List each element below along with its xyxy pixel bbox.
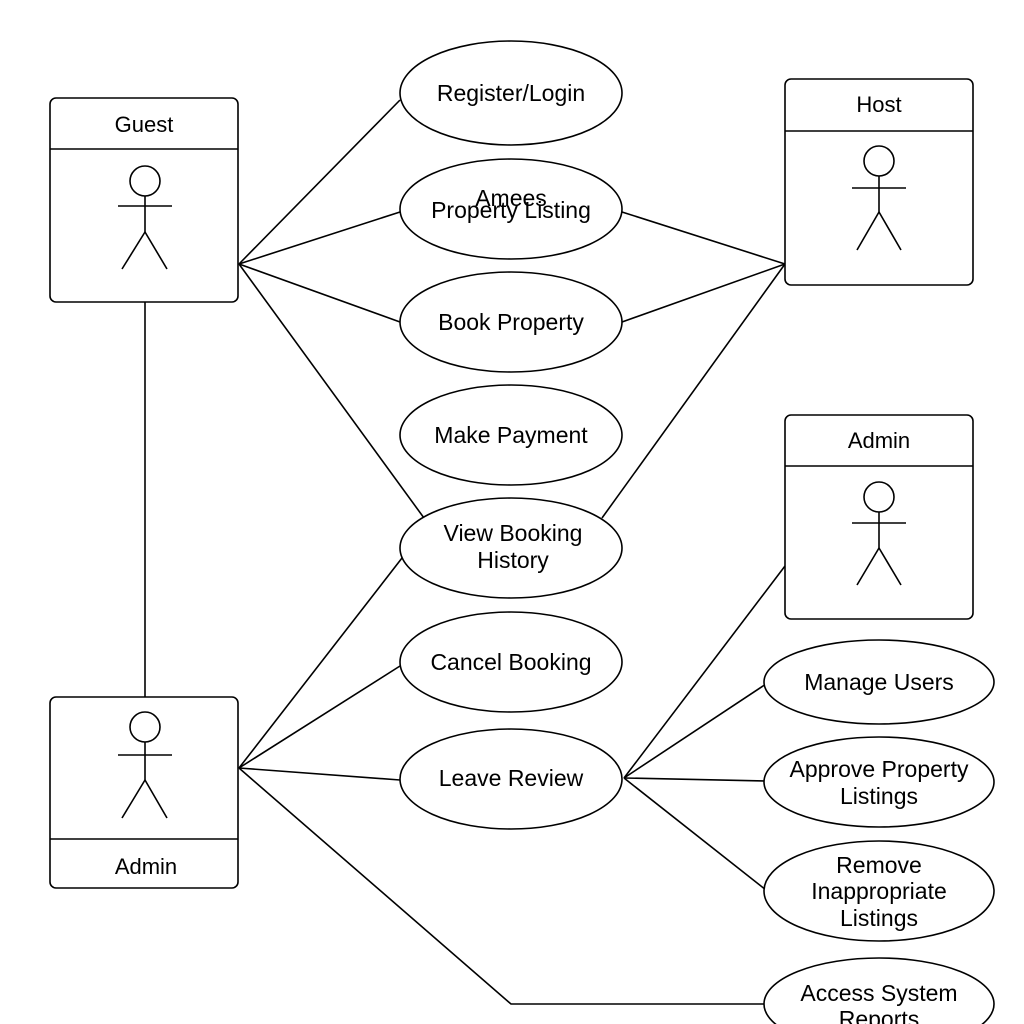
use-case-ellipse bbox=[399, 40, 623, 146]
use-case-label: Cancel Booking bbox=[430, 649, 591, 675]
use-case-ellipse bbox=[399, 271, 623, 373]
edge-leave-review-approve-property-listings bbox=[623, 777, 767, 782]
edge-guest-book-property bbox=[238, 263, 401, 323]
use-case-ellipse bbox=[763, 840, 995, 942]
use-case-ellipse bbox=[399, 611, 623, 713]
use-case-label: Listings bbox=[840, 783, 918, 809]
use-case-manage-users: Manage Users bbox=[763, 639, 995, 725]
edge-guest-view-booking-history bbox=[238, 263, 425, 519]
use-case-property-listing: Amees Property Listing bbox=[399, 158, 623, 260]
use-case-ellipse bbox=[399, 728, 623, 830]
actor-host: Host bbox=[784, 78, 974, 286]
stick-figure-icon bbox=[118, 711, 172, 819]
stick-figure-icon bbox=[852, 145, 906, 251]
use-case-remove-inappropriate-listings: Remove Inappropriate Listings bbox=[763, 840, 995, 942]
actor-admin-left-label: Admin bbox=[115, 854, 177, 879]
edge-admin-view-booking-history bbox=[238, 557, 403, 769]
use-case-label: Make Payment bbox=[434, 422, 588, 448]
actor-admin-left: Admin bbox=[49, 696, 239, 889]
use-case-view-booking-history: View Booking History bbox=[399, 497, 623, 599]
edge-guest-property-listing bbox=[238, 211, 401, 265]
use-case-label: Register/Login bbox=[437, 80, 585, 106]
use-case-ellipse bbox=[763, 639, 995, 725]
use-case-label: Listings bbox=[840, 905, 918, 931]
use-case-ellipse bbox=[399, 497, 623, 599]
edge-leave-review-remove-inappropriate-listings bbox=[623, 777, 767, 891]
edge-host-view-booking-history bbox=[601, 263, 786, 519]
actor-admin-left-box bbox=[49, 696, 239, 889]
use-case-label: Inappropriate bbox=[811, 878, 947, 904]
use-case-label: History bbox=[477, 547, 549, 573]
use-case-register-login: Register/Login bbox=[399, 40, 623, 146]
actor-admin-right: Admin bbox=[784, 414, 974, 620]
use-case-label: Approve Property bbox=[790, 756, 969, 782]
use-case-label: Remove bbox=[836, 852, 922, 878]
actor-admin-right-label: Admin bbox=[848, 428, 910, 453]
use-case-book-property: Book Property bbox=[399, 271, 623, 373]
edge-admin-cancel-booking bbox=[238, 665, 401, 769]
use-case-label: Property Listing bbox=[431, 197, 591, 223]
edge-admin-right-leave-review bbox=[623, 565, 786, 779]
use-case-ellipse bbox=[399, 384, 623, 486]
edge-guest-register-login bbox=[238, 99, 401, 265]
use-case-label: Leave Review bbox=[439, 765, 584, 791]
associations bbox=[144, 99, 786, 1005]
use-case-ellipse bbox=[763, 736, 995, 828]
use-case-ellipse bbox=[763, 957, 995, 1024]
use-case-cancel-booking: Cancel Booking bbox=[399, 611, 623, 713]
actor-host-label: Host bbox=[856, 92, 901, 117]
use-case-approve-property-listings: Approve Property Listings bbox=[763, 736, 995, 828]
edge-host-property-listing bbox=[621, 211, 786, 265]
stick-figure-icon bbox=[852, 481, 906, 586]
use-case-make-payment: Make Payment bbox=[399, 384, 623, 486]
edge-host-book-property bbox=[621, 263, 786, 323]
use-case-label: Reports bbox=[839, 1006, 920, 1024]
use-case-label: Book Property bbox=[438, 309, 584, 335]
use-case-label: Access System bbox=[800, 980, 957, 1006]
use-case-label: Manage Users bbox=[804, 669, 954, 695]
use-case-ellipse bbox=[399, 158, 623, 260]
use-case-overlay-text: Amees bbox=[475, 185, 547, 211]
use-case-label: View Booking bbox=[444, 520, 583, 546]
use-case-access-system-reports: Access System Reports bbox=[763, 957, 995, 1024]
actor-guest-label: Guest bbox=[115, 112, 174, 137]
edge-admin-leave-review bbox=[238, 767, 401, 781]
actor-guest: Guest bbox=[49, 97, 239, 303]
use-case-leave-review: Leave Review bbox=[399, 728, 623, 830]
edge-leave-review-manage-users bbox=[623, 683, 767, 779]
edge-admin-access-system-reports bbox=[238, 767, 766, 1005]
stick-figure-icon bbox=[118, 165, 172, 270]
